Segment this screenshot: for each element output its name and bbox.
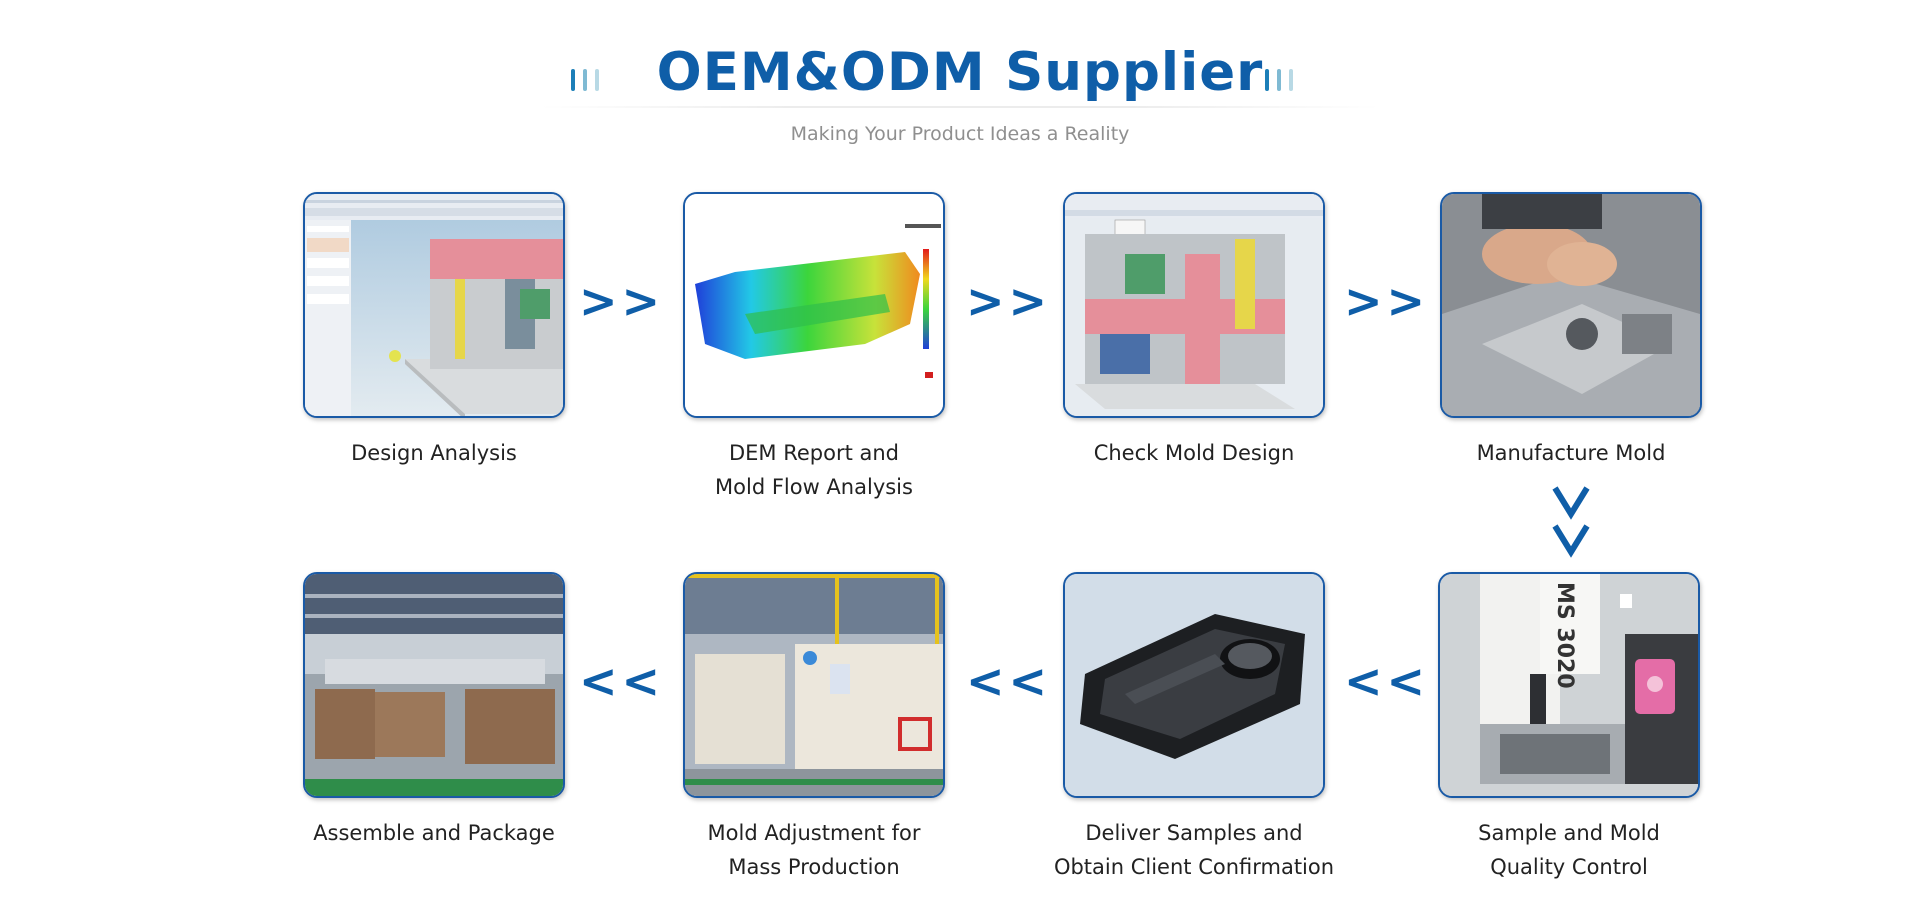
machine-model-text: MS 3020	[1552, 582, 1577, 689]
step-manufacture-mold: Manufacture Mold	[1440, 192, 1702, 465]
step-mold-adjustment: Mold Adjustment for Mass Production	[683, 572, 945, 879]
arrow-right-1: >>	[579, 274, 665, 328]
step-label: DEM Report and Mold Flow Analysis	[715, 441, 913, 499]
step-label: Mold Adjustment for Mass Production	[707, 821, 921, 879]
step-deliver-samples: Deliver Samples and Obtain Client Confir…	[1054, 572, 1334, 879]
step-label: Manufacture Mold	[1476, 441, 1666, 465]
chevron-down-icon	[1552, 486, 1590, 558]
step-assemble-and-package: Assemble and Package	[303, 572, 565, 845]
title-decoration-left	[571, 69, 599, 91]
manufacture-mold-image	[1442, 194, 1700, 416]
arrow-right-3: >>	[1344, 274, 1430, 328]
step-sample-quality-control: MS 3020 Sample and Mold Quality Control	[1438, 572, 1700, 879]
mold-flow-heatmap-image	[685, 194, 943, 416]
step-label: Check Mold Design	[1093, 441, 1295, 465]
arrow-left-1: <<	[1344, 654, 1430, 708]
measuring-machine-image: MS 3020	[1440, 574, 1698, 796]
cad-mold-design-image	[1065, 194, 1323, 416]
step-image-frame	[1063, 192, 1325, 418]
title-divider	[540, 106, 1380, 108]
page-subtitle: Making Your Product Ideas a Reality	[790, 123, 1130, 145]
step-label: Assemble and Package	[313, 821, 555, 845]
arrow-left-2: <<	[966, 654, 1052, 708]
step-image-frame: MS 3020	[1438, 572, 1700, 798]
title-decoration-right	[1265, 69, 1293, 91]
arrow-left-3: <<	[579, 654, 665, 708]
step-image-frame	[1063, 572, 1325, 798]
plastic-sample-part-image	[1065, 574, 1323, 796]
step-image-frame	[683, 192, 945, 418]
cad-design-analysis-image	[305, 194, 563, 416]
warehouse-image	[305, 574, 563, 796]
step-design-analysis: Design Analysis	[303, 192, 565, 465]
step-check-mold-design: Check Mold Design	[1063, 192, 1325, 465]
step-label: Deliver Samples and Obtain Client Confir…	[1053, 821, 1335, 879]
step-image-frame	[303, 572, 565, 798]
step-label: Design Analysis	[351, 441, 517, 465]
page-title: OEM&ODM Supplier	[656, 42, 1264, 103]
step-image-frame	[303, 192, 565, 418]
injection-molding-machines-image	[685, 574, 943, 796]
step-image-frame	[1440, 192, 1702, 418]
step-label: Sample and Mold Quality Control	[1478, 821, 1660, 879]
step-mold-flow-analysis: DEM Report and Mold Flow Analysis	[683, 192, 945, 499]
arrow-down	[1549, 484, 1593, 562]
step-image-frame	[683, 572, 945, 798]
arrow-right-2: >>	[966, 274, 1052, 328]
